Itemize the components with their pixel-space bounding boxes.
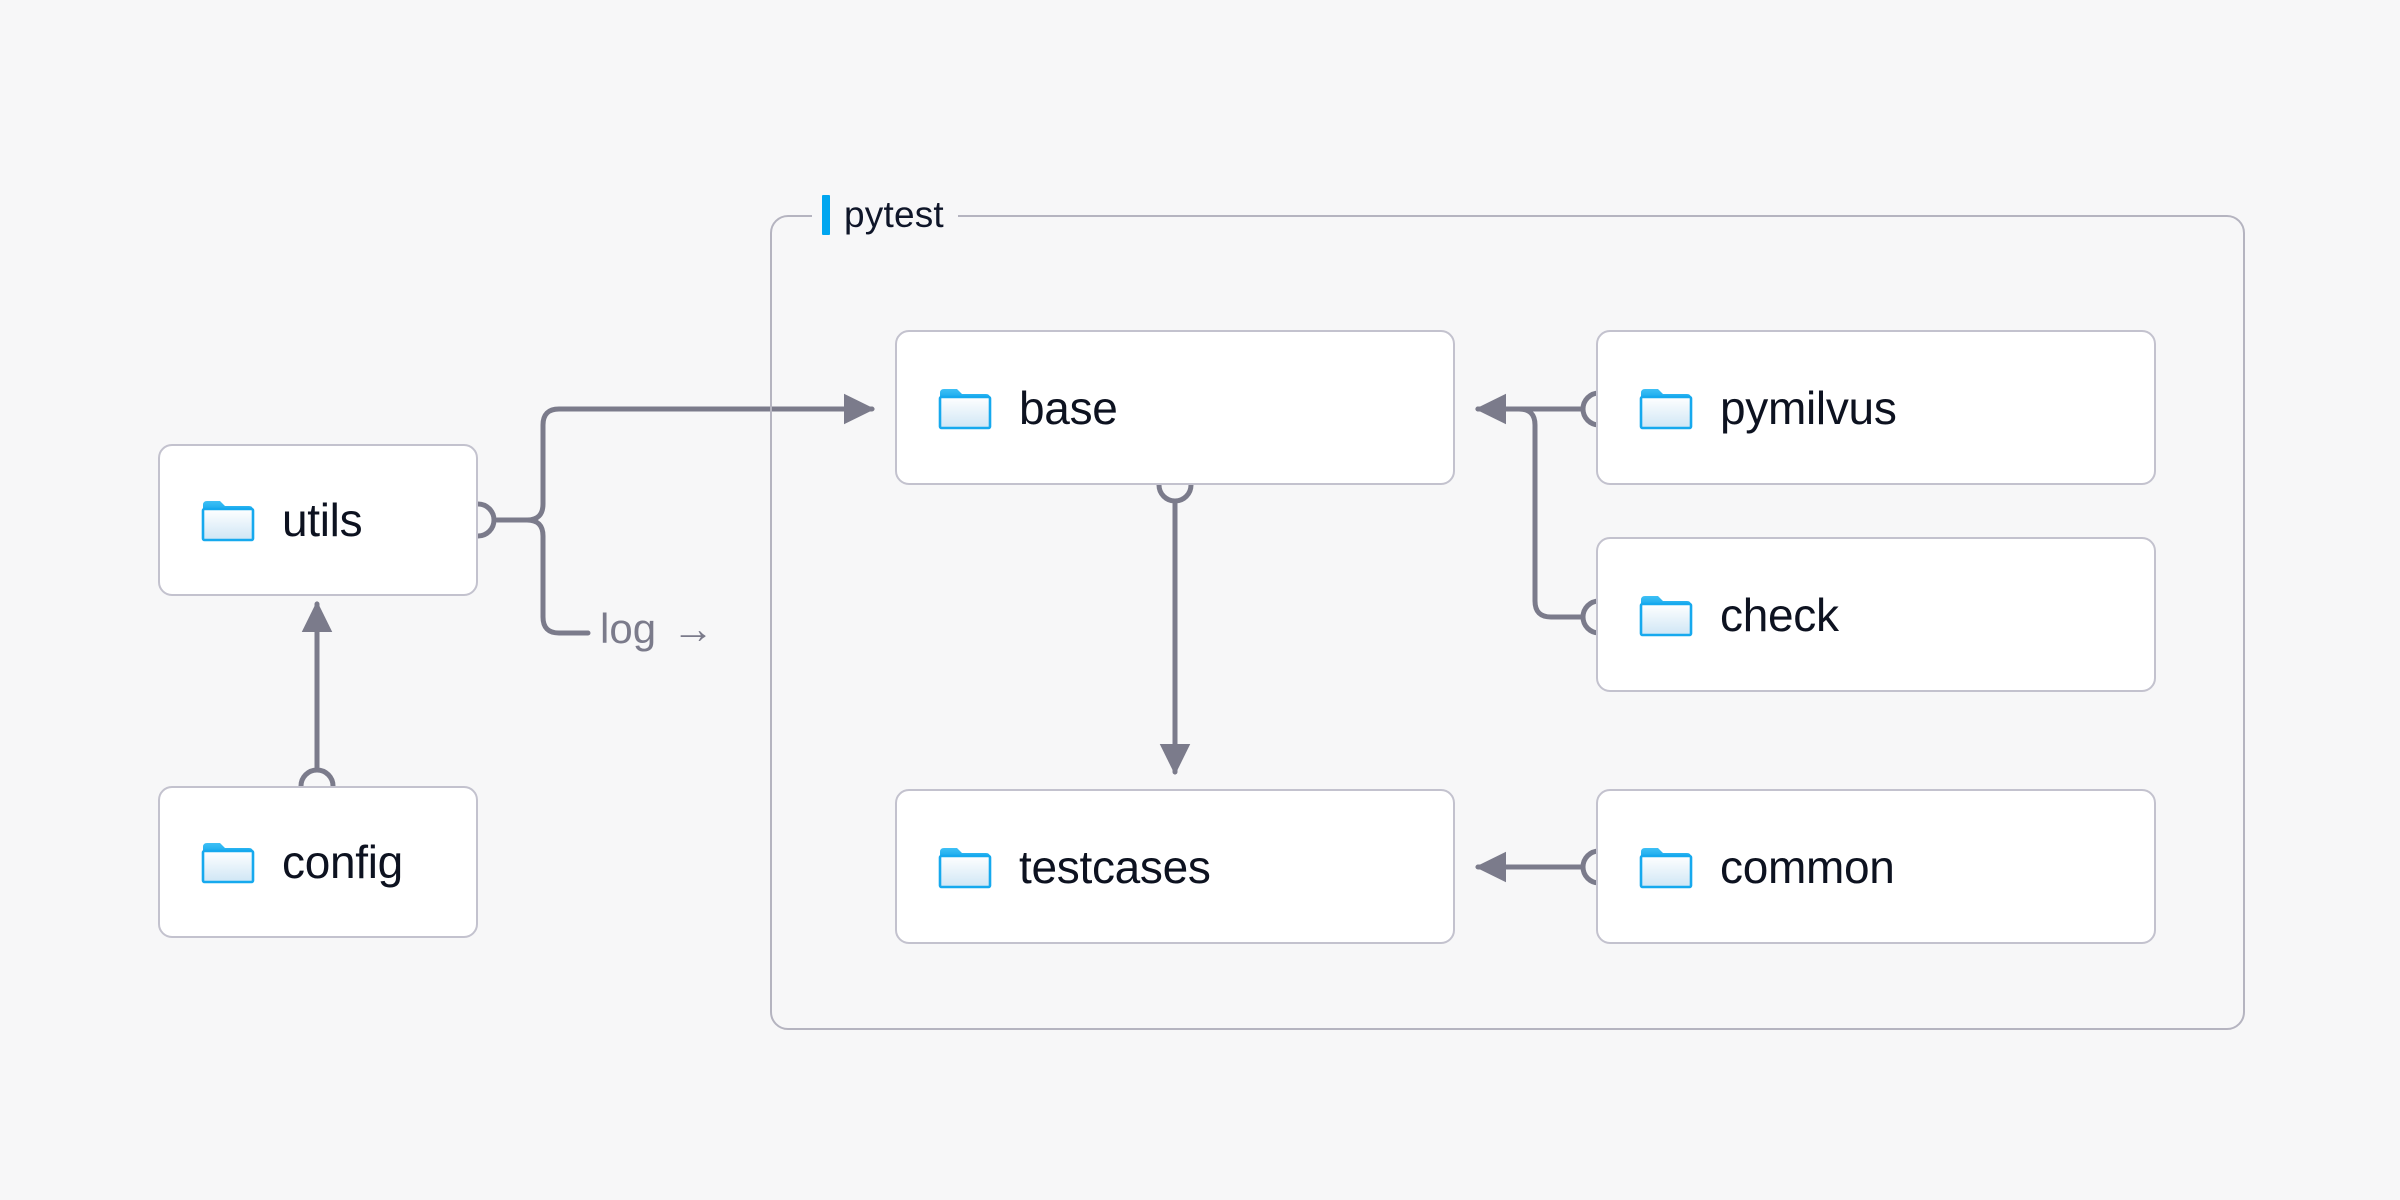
node-utils[interactable]: utils <box>158 444 478 596</box>
arrow-right-icon: → <box>672 605 715 652</box>
node-base[interactable]: base <box>895 330 1455 485</box>
node-label-testcases: testcases <box>1019 840 1211 893</box>
edge-label-log: log → <box>600 605 714 653</box>
edge-utils-to-log <box>524 517 591 636</box>
folder-icon <box>1639 847 1693 888</box>
node-common[interactable]: common <box>1596 789 2156 944</box>
node-label-base: base <box>1019 381 1118 434</box>
node-config[interactable]: config <box>158 786 478 938</box>
node-testcases[interactable]: testcases <box>895 789 1455 944</box>
accent-bar-icon <box>822 195 830 235</box>
group-container-pytest <box>770 215 2245 1030</box>
folder-icon <box>938 388 992 429</box>
folder-icon <box>201 501 255 542</box>
folder-icon <box>938 847 992 888</box>
folder-icon <box>201 843 255 884</box>
edge-label-log-text: log <box>600 605 657 652</box>
node-label-utils: utils <box>282 494 363 546</box>
node-label-config: config <box>282 836 403 888</box>
group-label-pytest: pytest <box>812 192 958 238</box>
node-label-check: check <box>1720 588 1839 641</box>
node-pymilvus[interactable]: pymilvus <box>1596 330 2156 485</box>
folder-icon <box>1639 388 1693 429</box>
folder-icon <box>1639 595 1693 636</box>
group-title-text: pytest <box>844 194 944 235</box>
node-label-common: common <box>1720 840 1895 893</box>
node-label-pymilvus: pymilvus <box>1720 381 1897 434</box>
node-check[interactable]: check <box>1596 537 2156 692</box>
